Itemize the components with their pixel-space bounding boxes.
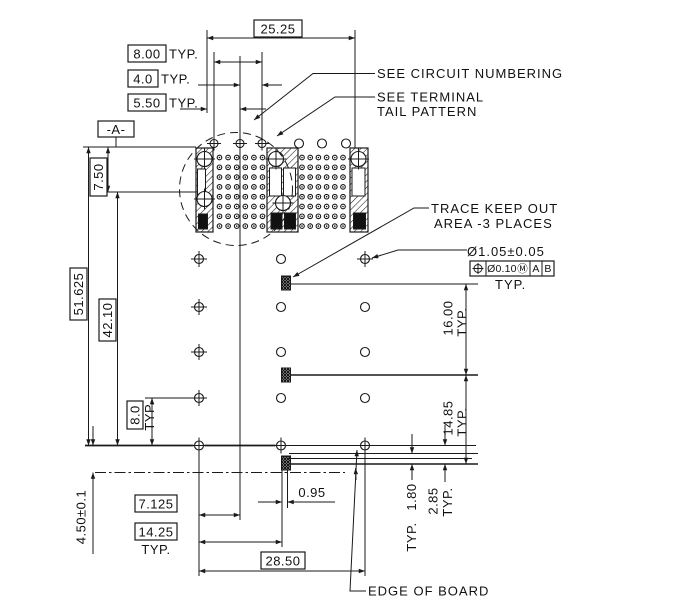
dim-label-8-0: 8.0 [128, 405, 143, 425]
circuit-hole [359, 392, 371, 404]
dim-label-16-00: 16.00 [441, 300, 456, 335]
circuit-hole [275, 392, 287, 404]
circuit-hole [340, 138, 352, 149]
note-trace-keepout-line2: AREA -3 PLACES [434, 216, 553, 231]
dim-label-14-25: 14.25 [138, 525, 173, 540]
circuit-hole [293, 138, 305, 149]
position-symbol-icon [472, 263, 484, 274]
dim-label-51-625: 51.625 [71, 273, 86, 316]
dim-label-5-50: 5.50 [133, 96, 160, 111]
dim-typ-14-25: TYP. [141, 542, 170, 557]
note-terminal-line2: TAIL PATTERN [377, 104, 477, 119]
fcf-datum-b: B [544, 263, 551, 275]
detail-view-circle [179, 132, 293, 246]
dim-typ-5-50: TYP. [169, 96, 198, 111]
circuit-hole [316, 138, 328, 149]
datum-a-flag: -A- [107, 122, 126, 137]
circuit-hole [275, 346, 287, 358]
dim-label-1-80: 1.80 [404, 483, 419, 510]
fcf-tolerance: Ø0.10Ⓜ [487, 263, 528, 275]
dim-label-4-50: 4.50±0.1 [74, 490, 89, 545]
dim-typ-4-0: TYP. [161, 72, 190, 87]
dim-label-0-95: 0.95 [298, 485, 325, 500]
trace-keepout-pad [281, 367, 291, 383]
connector-footprint [179, 132, 369, 246]
circuit-hole [275, 253, 287, 265]
dim-label-25-25: 25.25 [260, 22, 295, 37]
note-trace-keepout-line1: TRACE KEEP OUT [431, 201, 558, 216]
trace-keepout-pad [281, 275, 291, 291]
dim-label-7-50: 7.50 [91, 163, 106, 190]
dim-label-14-85: 14.85 [441, 400, 456, 435]
dim-label-28-50: 28.50 [265, 554, 300, 569]
dim-typ-16-00: TYP. [455, 307, 470, 336]
feature-control-frame: Ø0.10Ⓜ A B [469, 260, 555, 277]
dim-label-2-85: 2.85 [426, 487, 441, 514]
circuit-hole [275, 301, 287, 313]
dim-typ-14-85: TYP. [455, 407, 470, 436]
dim-typ-2-85: TYP. [440, 487, 455, 516]
dimensions: 25.25 8.00 TYP. 4.0 TYP. 5.50 TYP. -A- 7… [69, 19, 470, 574]
dim-typ-1-80: TYP. [404, 522, 419, 551]
dim-label-42-10: 42.10 [100, 302, 115, 337]
note-circuit-numbering: SEE CIRCUIT NUMBERING [377, 66, 563, 81]
trace-keepout-pad [281, 455, 291, 471]
dim-typ-8-0: TYP. [142, 401, 157, 430]
circuit-hole [359, 346, 371, 358]
circuit-hole [359, 301, 371, 313]
note-edge-of-board: EDGE OF BOARD [368, 584, 489, 599]
fcf-datum-a: A [532, 263, 539, 275]
hole-diameter-callout: Ø1.05±0.05 [467, 244, 545, 259]
dim-label-4-0: 4.0 [133, 72, 153, 87]
dim-typ-8-00: TYP. [169, 47, 198, 62]
dim-label-8-00: 8.00 [133, 47, 160, 62]
notes: SEE CIRCUIT NUMBERING SEE TERMINAL TAIL … [253, 66, 563, 599]
extension-lines [83, 30, 478, 576]
dim-label-7-125: 7.125 [138, 497, 173, 512]
hole-callout-typ: TYP. [495, 277, 526, 292]
hole-pattern [191, 136, 373, 471]
note-terminal-line1: SEE TERMINAL [377, 90, 484, 105]
